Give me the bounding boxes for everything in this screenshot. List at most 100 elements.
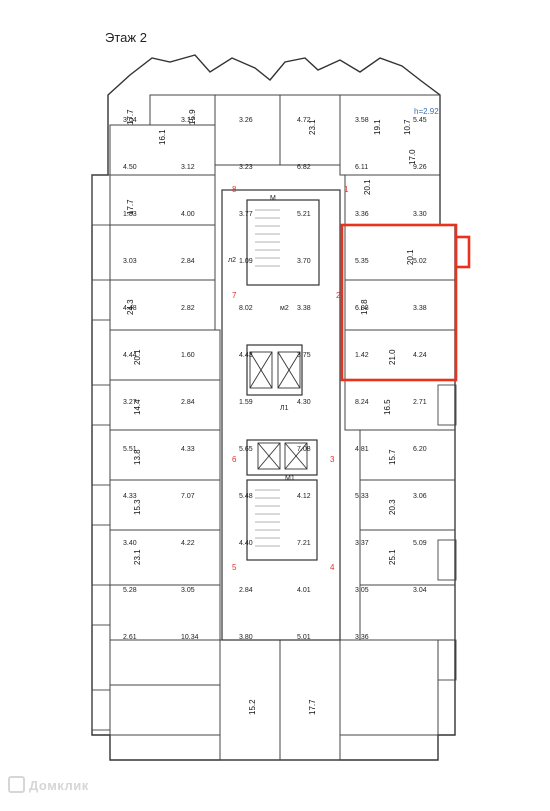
floor-title: Этаж 2	[105, 30, 147, 45]
dimension-label: 3.12	[181, 164, 195, 171]
dimension-label: 3.26	[239, 117, 253, 124]
room-area-label: 10.7	[403, 119, 412, 135]
dimension-label: 3.05	[181, 587, 195, 594]
central-core	[221, 189, 341, 641]
room-area-label: 17.7	[126, 109, 135, 125]
room-area-label: 17.8	[360, 299, 369, 315]
dimension-label: 4.43	[239, 352, 253, 359]
room-area-label: 20.1	[363, 179, 372, 195]
dimension-label: 3.80	[239, 634, 253, 641]
room-area-label: 19.1	[373, 119, 382, 135]
dimension-label: 3.58	[355, 117, 369, 124]
dimension-label: 2.84	[181, 399, 195, 406]
room-area-label: 17.7	[308, 699, 317, 715]
dimension-label: 3.36	[355, 634, 369, 641]
grid-axis-mark: 2	[336, 291, 341, 300]
dimension-label: 3.05	[355, 587, 369, 594]
core-label: М1	[285, 475, 295, 482]
dimension-label: 5.65	[239, 446, 253, 453]
room-area-label: 17.0	[408, 149, 417, 165]
dimension-label: 3.38	[413, 305, 427, 312]
dimension-label: 4.40	[239, 540, 253, 547]
dimension-label: 1.60	[181, 352, 195, 359]
dimension-label: 1.83	[123, 211, 137, 218]
dimension-label: 3.17	[181, 117, 195, 124]
lift-shafts	[249, 351, 308, 470]
dimension-label: 4.01	[297, 587, 311, 594]
dimension-label: 3.70	[297, 258, 311, 265]
dimension-label: 6.11	[355, 164, 368, 171]
dimension-label: 4.50	[123, 164, 137, 171]
dimension-label: 3.30	[413, 211, 427, 218]
interior-walls	[109, 94, 456, 761]
room-area-label: 20.3	[388, 499, 397, 515]
room-area-label: 20.1	[406, 249, 415, 265]
dimension-label: 4.48	[123, 305, 137, 312]
grid-axis-mark: 7	[232, 291, 237, 300]
dimension-label: 5.45	[413, 117, 427, 124]
dimension-label: 4.33	[181, 446, 195, 453]
ceiling-height-note: h=2.92	[414, 107, 439, 116]
dimension-label: 7.07	[181, 493, 195, 500]
dimension-label: 4.30	[297, 399, 311, 406]
dimension-label: 3.06	[413, 493, 427, 500]
dimension-label: 1.59	[239, 399, 253, 406]
dimension-label: 3.36	[355, 211, 369, 218]
dimension-label: 5.01	[297, 634, 311, 641]
dimension-label: 5.51	[123, 446, 137, 453]
room-area-label: 16.1	[158, 129, 167, 145]
dimension-label: 6.82	[297, 164, 311, 171]
dimension-label: 5.48	[239, 493, 253, 500]
grid-axis-mark: 3	[330, 455, 335, 464]
dimension-label: 4.22	[181, 540, 195, 547]
core-label: л2	[228, 257, 236, 264]
dimension-label: 3.38	[297, 305, 311, 312]
dimension-label: 8.24	[355, 399, 369, 406]
dimension-label: 5.09	[413, 540, 427, 547]
dimension-label: 4.72	[297, 117, 311, 124]
dimension-label: 4.81	[355, 446, 369, 453]
dimension-label: 4.24	[413, 352, 427, 359]
dimension-label: 2.84	[181, 258, 195, 265]
dimension-label: 3.75	[297, 352, 311, 359]
core-label: Л1	[280, 405, 289, 412]
domclick-logo-icon	[8, 776, 25, 793]
room-area-label: 21.0	[388, 349, 397, 365]
dimension-label: 4.12	[297, 493, 311, 500]
dimension-label: 5.02	[413, 258, 427, 265]
dimension-label: 2.84	[239, 587, 253, 594]
room-area-label: 15.3	[133, 499, 142, 515]
dimension-label: 1.42	[355, 352, 369, 359]
room-area-label: 17.7	[126, 199, 135, 215]
dimension-label: 2.71	[413, 399, 427, 406]
room-area-label: 23.1	[308, 119, 317, 135]
dimension-label: 3.03	[123, 258, 137, 265]
dimension-label: 3.77	[239, 211, 253, 218]
dimension-label: 2.61	[123, 634, 137, 641]
dimension-label: 1.09	[239, 258, 253, 265]
dimension-label: 3.04	[413, 587, 427, 594]
grid-axis-mark: 1	[344, 185, 349, 194]
watermark-text: Домклик	[29, 778, 89, 793]
room-area-label: 23.1	[133, 549, 142, 565]
dimension-label: 4.33	[123, 493, 137, 500]
dimension-label: 7.08	[297, 446, 311, 453]
grid-axis-mark: 4	[330, 563, 335, 572]
dimension-label: 3.37	[355, 540, 369, 547]
core-label: м2	[280, 305, 289, 312]
watermark: Домклик	[8, 776, 89, 793]
room-area-label: 16.5	[383, 399, 392, 415]
stair-flights	[255, 209, 280, 547]
room-area-label: 15.7	[388, 449, 397, 465]
dimension-label: 5.21	[297, 211, 311, 218]
highlighted-apartment[interactable]	[340, 223, 471, 382]
grid-axis-mark: 5	[232, 563, 237, 572]
dimension-label: 8.02	[239, 305, 253, 312]
dimension-label: 3.23	[239, 164, 253, 171]
dimension-label: 7.21	[297, 540, 311, 547]
dimension-label: 3.04	[123, 117, 137, 124]
room-area-label: 25.1	[388, 549, 397, 565]
room-area-label: 15.2	[248, 699, 257, 715]
